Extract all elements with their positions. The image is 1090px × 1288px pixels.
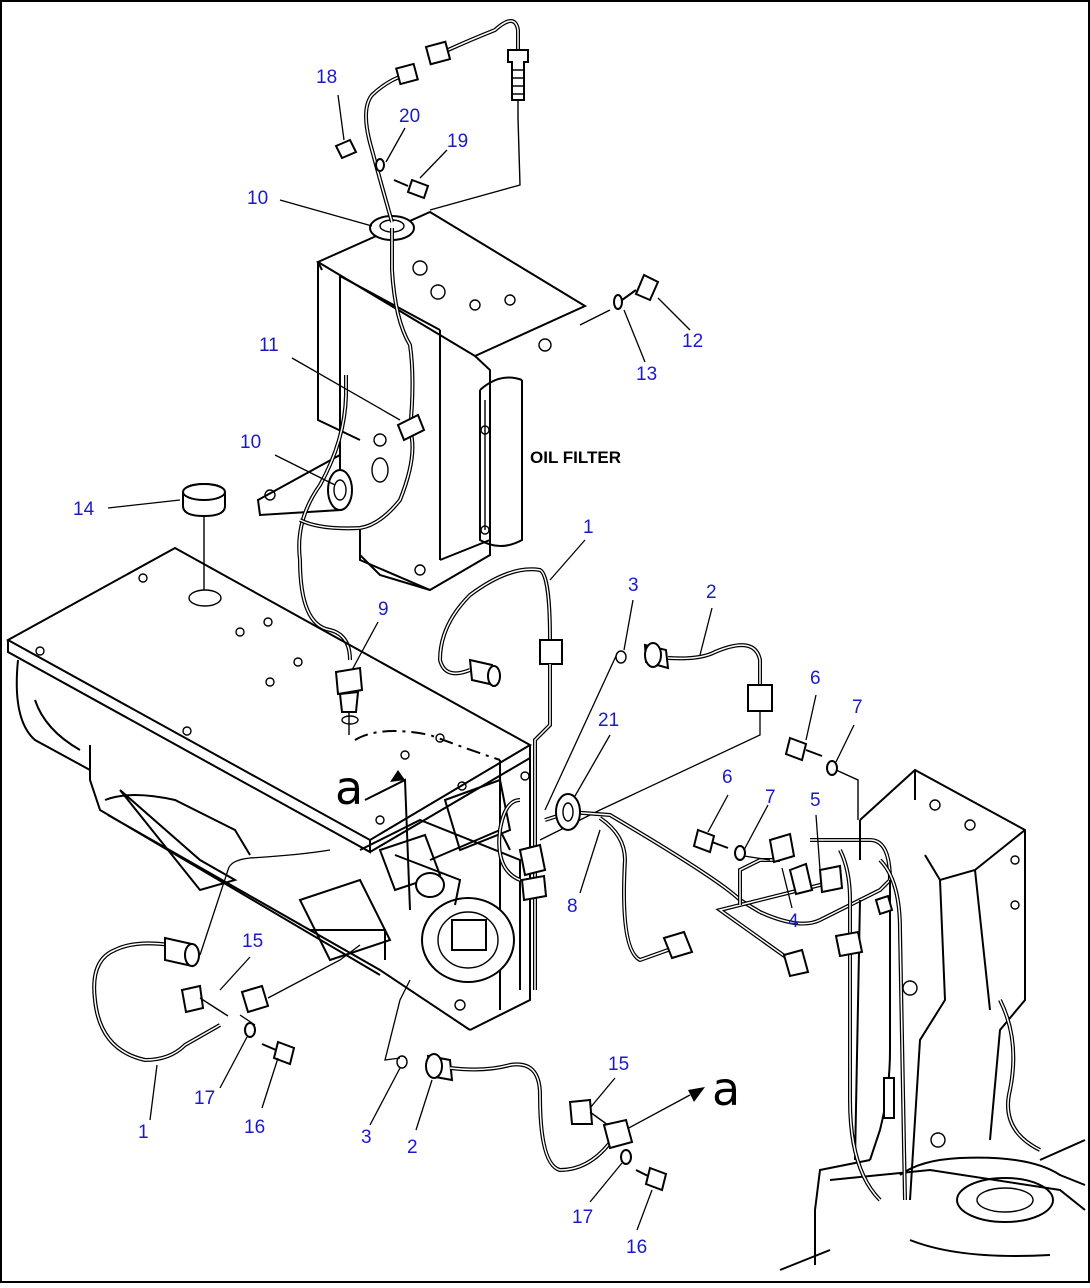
callout-13: 13: [636, 364, 657, 385]
callout-5: 5: [810, 790, 821, 811]
callout-7: 7: [852, 697, 863, 718]
section-ref-lower: a: [624, 1062, 740, 1131]
centerline: [354, 730, 501, 761]
callout-1b: 1: [138, 1122, 149, 1143]
callout-3: 3: [628, 575, 639, 596]
callout-15: 15: [242, 931, 263, 952]
callouts: 18 20 19 10 12 13 11 10 14 9 1 3 2 6 7 2…: [73, 67, 863, 1258]
wiring-harness: [437, 567, 893, 990]
sensor-9: [334, 666, 364, 735]
right-frame: [768, 768, 1086, 1271]
callout-1: 1: [583, 517, 594, 538]
callout-leaders: [107, 94, 855, 1231]
callout-20: 20: [399, 106, 420, 127]
callout-16: 16: [244, 1117, 265, 1138]
callout-12: 12: [682, 331, 703, 352]
callout-3b: 3: [361, 1127, 372, 1148]
bolts-right: [692, 736, 859, 861]
callout-19: 19: [447, 131, 468, 152]
section-ref-upper: a: [335, 761, 411, 911]
lower-mid-harness: [384, 979, 668, 1192]
oil-filter-label: OIL FILTER: [530, 448, 621, 467]
callout-18: 18: [316, 67, 337, 88]
lower-left-harness: [92, 849, 361, 1066]
section-ref-label-2: a: [712, 1062, 740, 1116]
oil-filter-sensor-harness: [297, 19, 660, 661]
callout-14: 14: [73, 499, 95, 520]
callout-10: 10: [247, 188, 268, 209]
section-ref-label: a: [335, 761, 363, 815]
callout-21: 21: [598, 710, 619, 731]
callout-7b: 7: [765, 787, 776, 808]
callout-11: 11: [259, 335, 279, 356]
cap: [182, 482, 226, 607]
callout-6: 6: [810, 668, 821, 689]
callout-9: 9: [378, 599, 389, 620]
callout-2: 2: [706, 582, 717, 603]
callout-4: 4: [788, 911, 799, 932]
callout-10b: 10: [240, 432, 261, 453]
callout-8: 8: [567, 896, 578, 917]
callout-16b: 16: [626, 1237, 647, 1258]
callout-2b: 2: [407, 1137, 418, 1158]
callout-17b: 17: [572, 1207, 593, 1228]
callout-15b: 15: [608, 1054, 629, 1075]
oil-filter-bracket: [256, 210, 588, 592]
main-housing: [5, 546, 533, 1031]
callout-17: 17: [194, 1088, 215, 1109]
callout-6b: 6: [722, 767, 733, 788]
